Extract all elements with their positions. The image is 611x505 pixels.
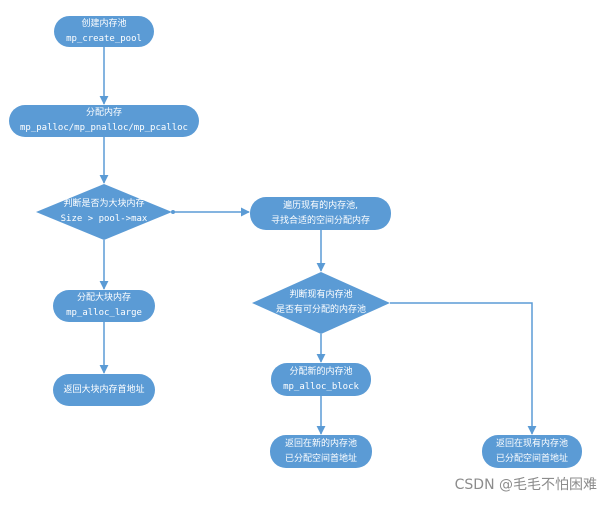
return-large-label: 返回大块内存首地址 <box>63 384 145 395</box>
alloc-block-label: 分配新的内存池 <box>289 366 353 377</box>
return-existing-node: 返回在现有内存池 已分配空间首地址 <box>482 435 582 468</box>
create-pool-function: mp_create_pool <box>66 33 142 44</box>
return-existing-line2: 已分配空间首地址 <box>495 453 568 464</box>
check-pool-line1: 判断现有内存池 <box>289 290 353 300</box>
traverse-pools-node: 遍历现有的内存池, 寻找合适的空间分配内存 <box>250 197 391 230</box>
alloc-large-label: 分配大块内存 <box>76 293 131 303</box>
return-new-node: 返回在新的内存池 已分配空间首地址 <box>270 435 372 468</box>
check-pool-diamond <box>252 272 390 334</box>
alloc-memory-label: 分配内存 <box>85 108 122 118</box>
edge-check-pool-to-return-existing <box>390 302 537 435</box>
check-large-node: 判断是否为大块内存 Size > pool->max <box>36 196 172 228</box>
traverse-pools-line1: 遍历现有的内存池, <box>283 200 358 211</box>
return-existing-line1: 返回在现有内存池 <box>495 438 568 449</box>
watermark: CSDN @毛毛不怕困难 <box>454 477 597 493</box>
return-large-node: 返回大块内存首地址 <box>53 374 155 406</box>
check-large-diamond <box>36 184 172 240</box>
check-large-label: 判断是否为大块内存 <box>63 199 145 209</box>
check-large-condition: Size > pool->max <box>60 214 148 224</box>
alloc-memory-node: 分配内存 mp_palloc/mp_pnalloc/mp_pcalloc <box>9 105 199 137</box>
edge-start-dot <box>171 210 175 214</box>
alloc-large-function: mp_alloc_large <box>66 308 142 318</box>
alloc-block-function: mp_alloc_block <box>283 381 359 392</box>
return-new-line2: 已分配空间首地址 <box>284 453 357 464</box>
return-new-line1: 返回在新的内存池 <box>284 438 357 449</box>
create-pool-label: 创建内存池 <box>81 18 127 29</box>
check-pool-line2: 是否有可分配的内存池 <box>275 305 366 315</box>
alloc-large-node: 分配大块内存 mp_alloc_large <box>53 290 155 322</box>
create-pool-node: 创建内存池 mp_create_pool <box>54 16 154 47</box>
check-pool-node: 判断现有内存池 是否有可分配的内存池 <box>252 287 390 319</box>
alloc-block-node: 分配新的内存池 mp_alloc_block <box>271 363 371 396</box>
alloc-memory-functions: mp_palloc/mp_pnalloc/mp_pcalloc <box>20 123 188 133</box>
traverse-pools-line2: 寻找合适的空间分配内存 <box>270 215 370 226</box>
